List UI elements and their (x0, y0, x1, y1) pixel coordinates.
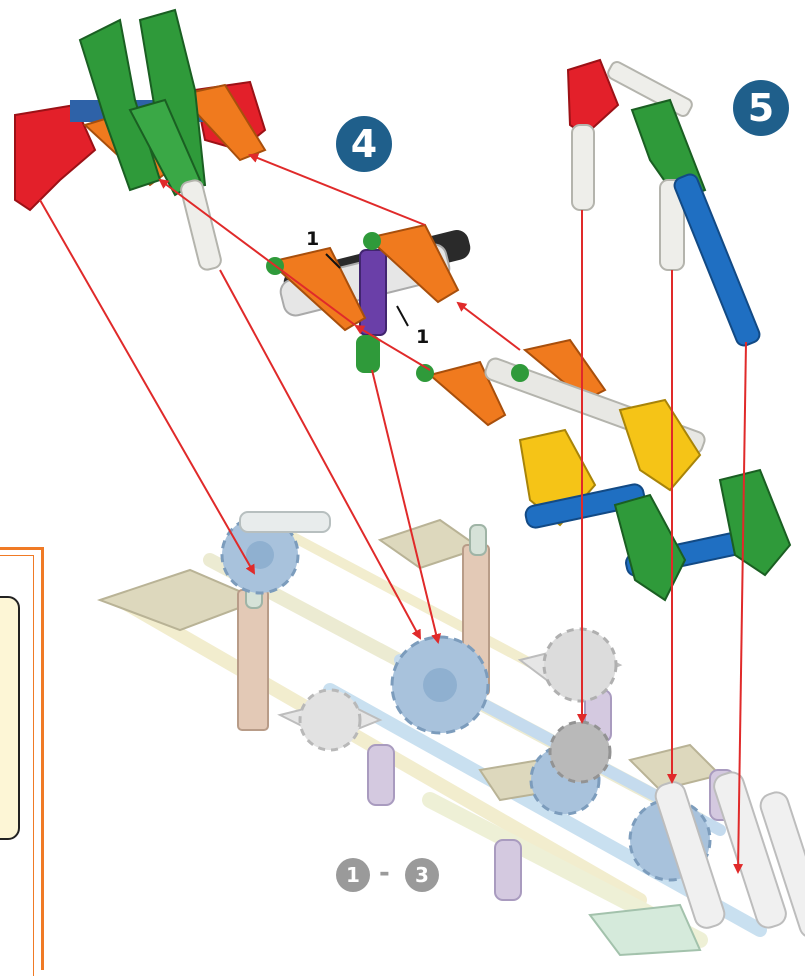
range-end-badge: 3 (405, 858, 439, 892)
side-note-box (0, 596, 20, 840)
step4-frame-assembly (15, 10, 265, 271)
step-4-badge: 4 (336, 116, 392, 172)
step-5-badge: 5 (733, 80, 789, 136)
range-start-badge: 1 (336, 858, 370, 892)
arrow-bracket-to-left-hub (40, 200, 254, 573)
range-end-number: 3 (415, 863, 429, 887)
range-start-number: 1 (346, 863, 360, 887)
part-count-lower: 1 (416, 326, 429, 348)
base-assembly-ghost (100, 512, 805, 955)
step5-assembly (416, 60, 790, 600)
arrow-hub-to-orange-right (250, 155, 425, 225)
range-separator: - (379, 858, 390, 888)
base-hub-center (392, 637, 488, 733)
part-count-upper: 1 (306, 228, 319, 250)
step-5-number: 5 (748, 86, 774, 130)
step-4-number: 4 (351, 122, 377, 166)
step4-hub-assembly (266, 225, 473, 373)
arrow-right-to-hub (458, 303, 520, 350)
